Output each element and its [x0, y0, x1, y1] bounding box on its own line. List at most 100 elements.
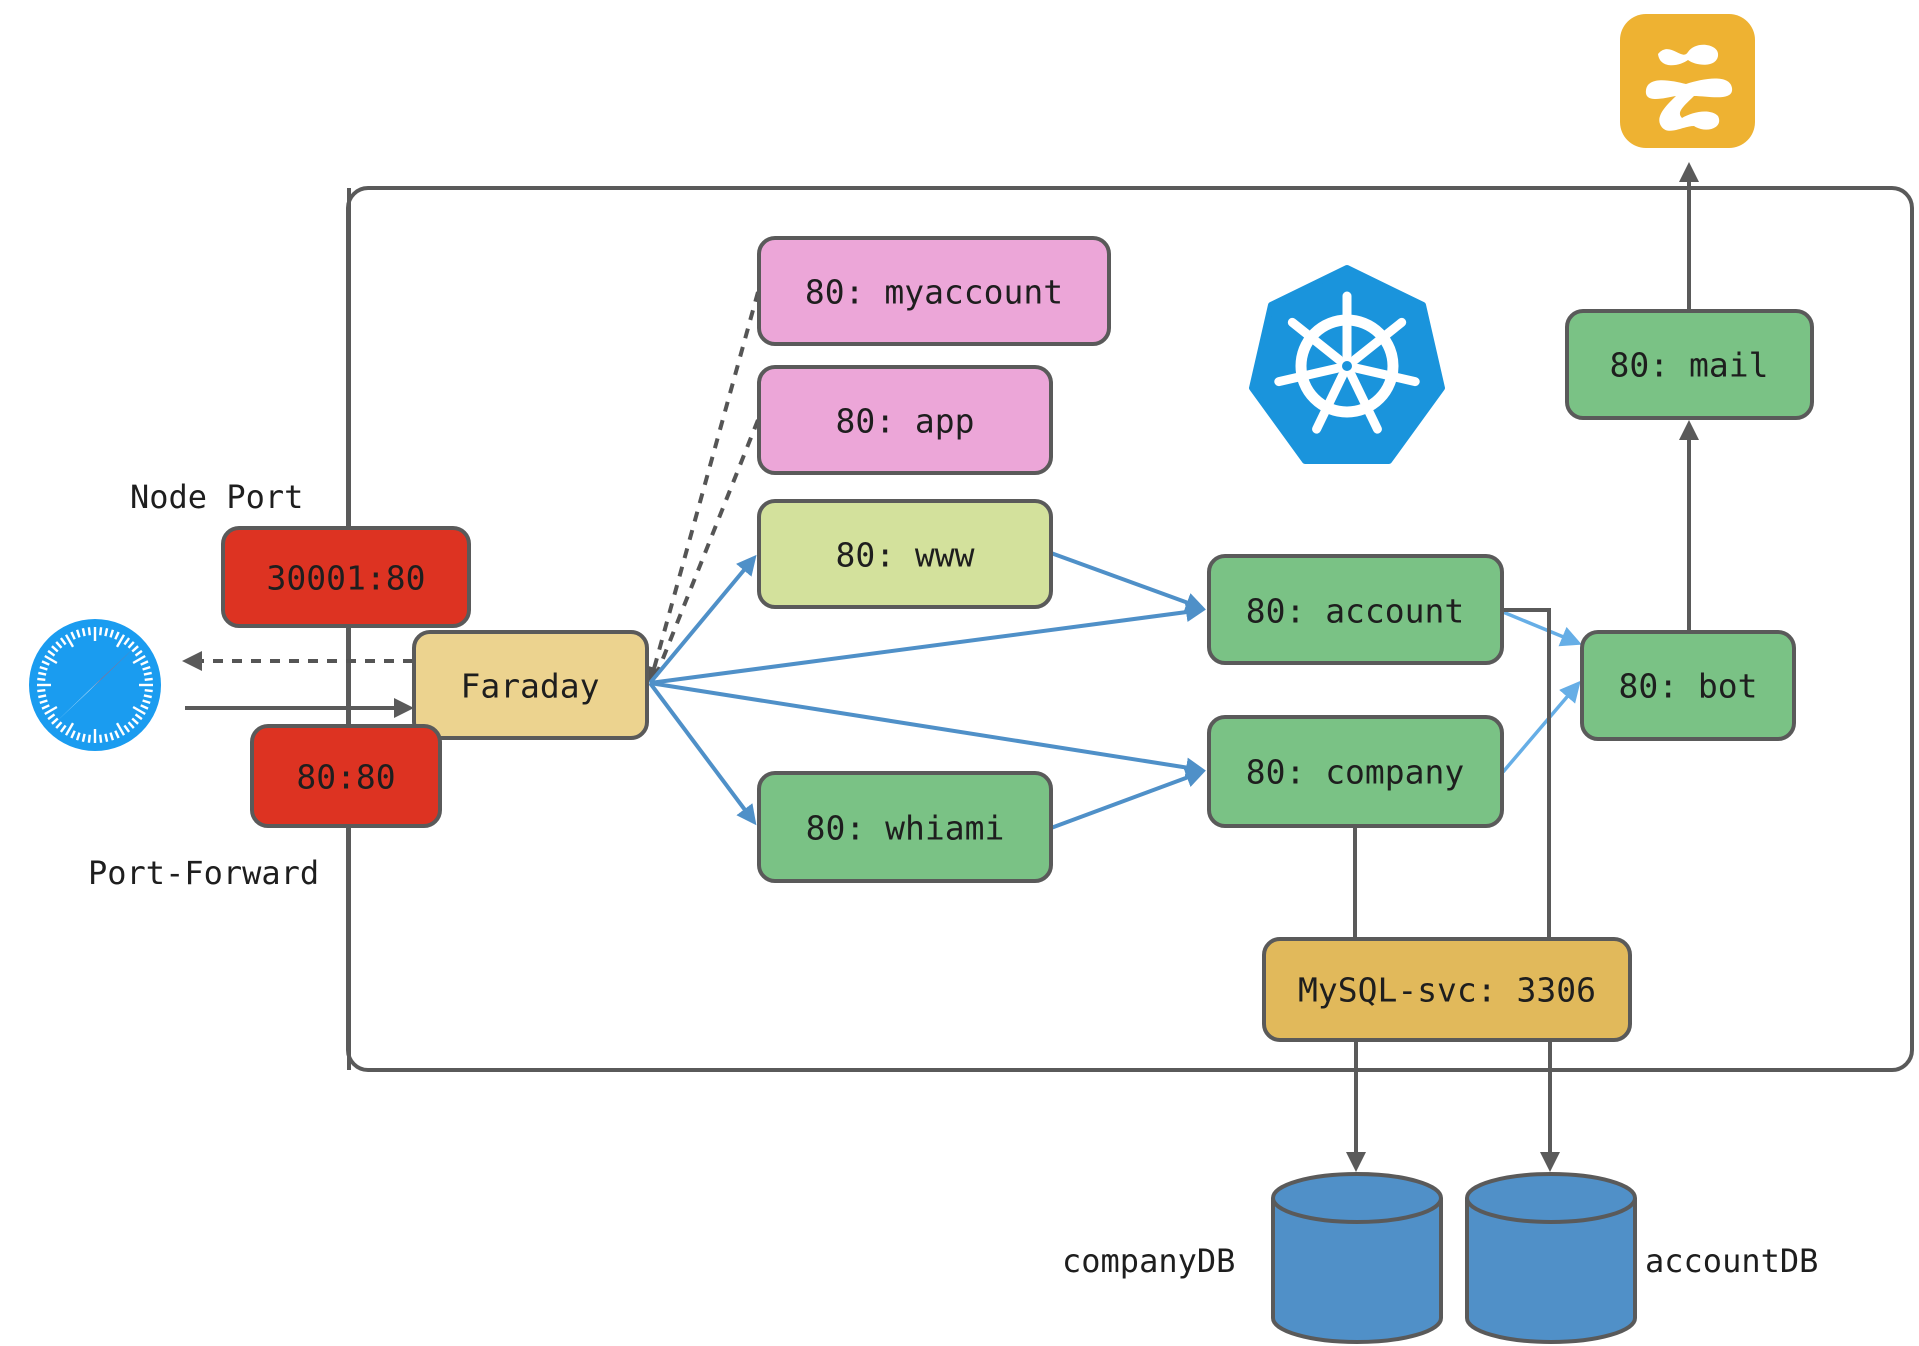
- node-mail-label: 80: mail: [1610, 346, 1769, 385]
- compass-tick: [70, 730, 76, 739]
- node-app-label: 80: app: [835, 402, 974, 441]
- compass-tick: [131, 645, 139, 653]
- node-faraday-label: Faraday: [460, 667, 599, 706]
- node-www[interactable]: 80: www: [757, 499, 1053, 609]
- compass-tick: [131, 717, 139, 725]
- compass-tick: [143, 671, 152, 676]
- compass-tick: [104, 733, 109, 742]
- edge-account-to-bot: [1502, 610, 1582, 647]
- node-mail[interactable]: 80: mail: [1565, 309, 1814, 420]
- node-app[interactable]: 80: app: [757, 365, 1053, 475]
- compass-tick: [38, 671, 47, 676]
- compass-tick: [123, 637, 131, 646]
- compass-tick: [143, 694, 152, 699]
- compass-tick: [134, 649, 143, 657]
- compass-tick: [51, 717, 59, 725]
- compass-tick: [144, 689, 153, 693]
- compass-tick: [99, 627, 103, 636]
- edge-www-to-account: [1050, 551, 1206, 612]
- node-myaccount-label: 80: myaccount: [805, 273, 1063, 312]
- node-portforward[interactable]: 80:80: [250, 724, 442, 828]
- accountdb-cylinder[interactable]: [1465, 1172, 1637, 1344]
- edge-myaccount-to-faraday: [650, 291, 760, 677]
- edge-faraday-to-whiami: [648, 681, 757, 826]
- edge-app-to-faraday: [654, 419, 760, 677]
- helm-spoke: [1346, 370, 1382, 434]
- compass-tick: [64, 634, 75, 648]
- node-faraday[interactable]: Faraday: [412, 630, 649, 740]
- compass-tick: [39, 699, 48, 705]
- compass-tick: [127, 721, 135, 729]
- helm-spoke: [1274, 363, 1342, 387]
- compass-tick: [109, 629, 115, 638]
- compass-tick: [104, 628, 109, 637]
- edge-whiami-to-company: [1050, 768, 1206, 830]
- node-port-label: Node Port: [130, 478, 303, 516]
- node-account[interactable]: 80: account: [1207, 554, 1504, 665]
- compass-tick: [132, 705, 146, 716]
- edge-company-to-bot: [1501, 680, 1581, 774]
- compass-tick: [38, 694, 47, 699]
- node-nodeport[interactable]: 30001:80: [221, 526, 471, 628]
- companydb-cylinder[interactable]: [1271, 1172, 1443, 1344]
- edge-account-to-mysql: [1502, 608, 1551, 938]
- compass-tick: [51, 645, 59, 653]
- node-whiami[interactable]: 80: whiami: [757, 771, 1053, 883]
- compass-tick: [75, 732, 81, 741]
- node-mysql-label: MySQL-svc: 3306: [1298, 971, 1596, 1010]
- compass-tick: [114, 730, 120, 739]
- compass-tick: [59, 724, 67, 733]
- edge-faraday-to-account: [649, 602, 1206, 685]
- compass-tick: [142, 699, 151, 705]
- node-portforward-label: 80:80: [296, 758, 395, 797]
- node-myaccount[interactable]: 80: myaccount: [757, 236, 1111, 346]
- compass-tick: [37, 689, 46, 693]
- node-company-label: 80: company: [1246, 753, 1465, 792]
- compass-tick: [87, 734, 91, 743]
- compass-tick: [47, 649, 56, 657]
- compass-tick: [70, 631, 76, 640]
- compass-tick: [37, 677, 46, 681]
- compass-tick: [99, 734, 103, 743]
- compass-tick: [123, 724, 131, 733]
- node-company[interactable]: 80: company: [1207, 715, 1504, 828]
- compass-tick: [41, 704, 50, 710]
- cloud-service-icon: [1620, 14, 1755, 148]
- helm-spoke: [1352, 363, 1420, 387]
- compass-tick: [115, 722, 126, 736]
- compass-tick: [81, 628, 86, 637]
- edge-faraday-to-www: [648, 554, 757, 685]
- edge-faraday-to-company: [649, 681, 1206, 778]
- compass-tick: [142, 665, 151, 671]
- compass-tick: [39, 665, 48, 671]
- accountdb-label: accountDB: [1645, 1242, 1818, 1280]
- compass-tick: [109, 732, 115, 741]
- node-bot-label: 80: bot: [1618, 667, 1757, 706]
- node-bot[interactable]: 80: bot: [1580, 630, 1796, 741]
- compass-tick: [132, 654, 146, 665]
- compass-tick: [140, 704, 149, 710]
- compass-tick: [55, 641, 63, 649]
- compass-tick: [41, 660, 50, 666]
- compass-tick: [44, 705, 58, 716]
- node-nodeport-label: 30001:80: [267, 559, 426, 598]
- compass-tick: [81, 733, 86, 742]
- helm-spoke: [1312, 370, 1348, 434]
- helm-spoke: [1350, 317, 1407, 365]
- node-www-label: 80: www: [835, 536, 974, 575]
- compass-tick: [127, 641, 135, 649]
- compass-tick: [44, 654, 58, 665]
- compass-tick: [64, 722, 75, 736]
- compass-tick: [55, 721, 63, 729]
- node-whiami-label: 80: whiami: [806, 809, 1005, 848]
- port-forward-label: Port-Forward: [88, 854, 319, 892]
- compass-tick: [87, 627, 91, 636]
- compass-tick: [59, 637, 67, 646]
- safari-compass-icon[interactable]: [29, 619, 161, 751]
- compass-tick: [144, 677, 153, 681]
- compass-tick: [115, 634, 126, 648]
- compass-tick: [134, 713, 143, 721]
- node-mysql[interactable]: MySQL-svc: 3306: [1262, 937, 1632, 1042]
- helm-spoke: [1287, 317, 1344, 365]
